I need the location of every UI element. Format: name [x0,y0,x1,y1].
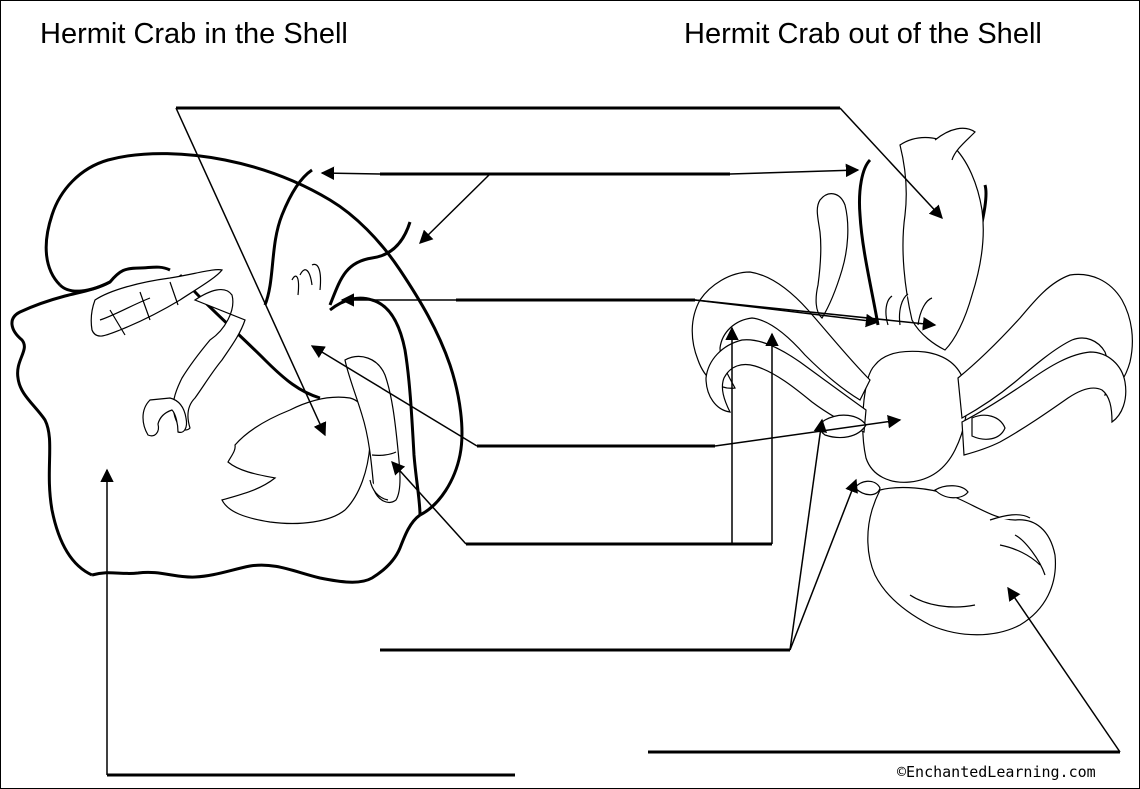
carapace-drawing [863,351,967,482]
crab-in-shell-illustration [12,154,462,583]
antenna-right-drawing [859,160,878,325]
big-claw-drawing [222,397,370,523]
antenna-left-drawing [265,170,312,305]
big-claw-right-drawing [900,138,983,351]
walking-leg-drawing [173,290,245,430]
crab-out-of-shell-illustration [692,128,1132,634]
abdomen-drawing [868,488,1056,635]
